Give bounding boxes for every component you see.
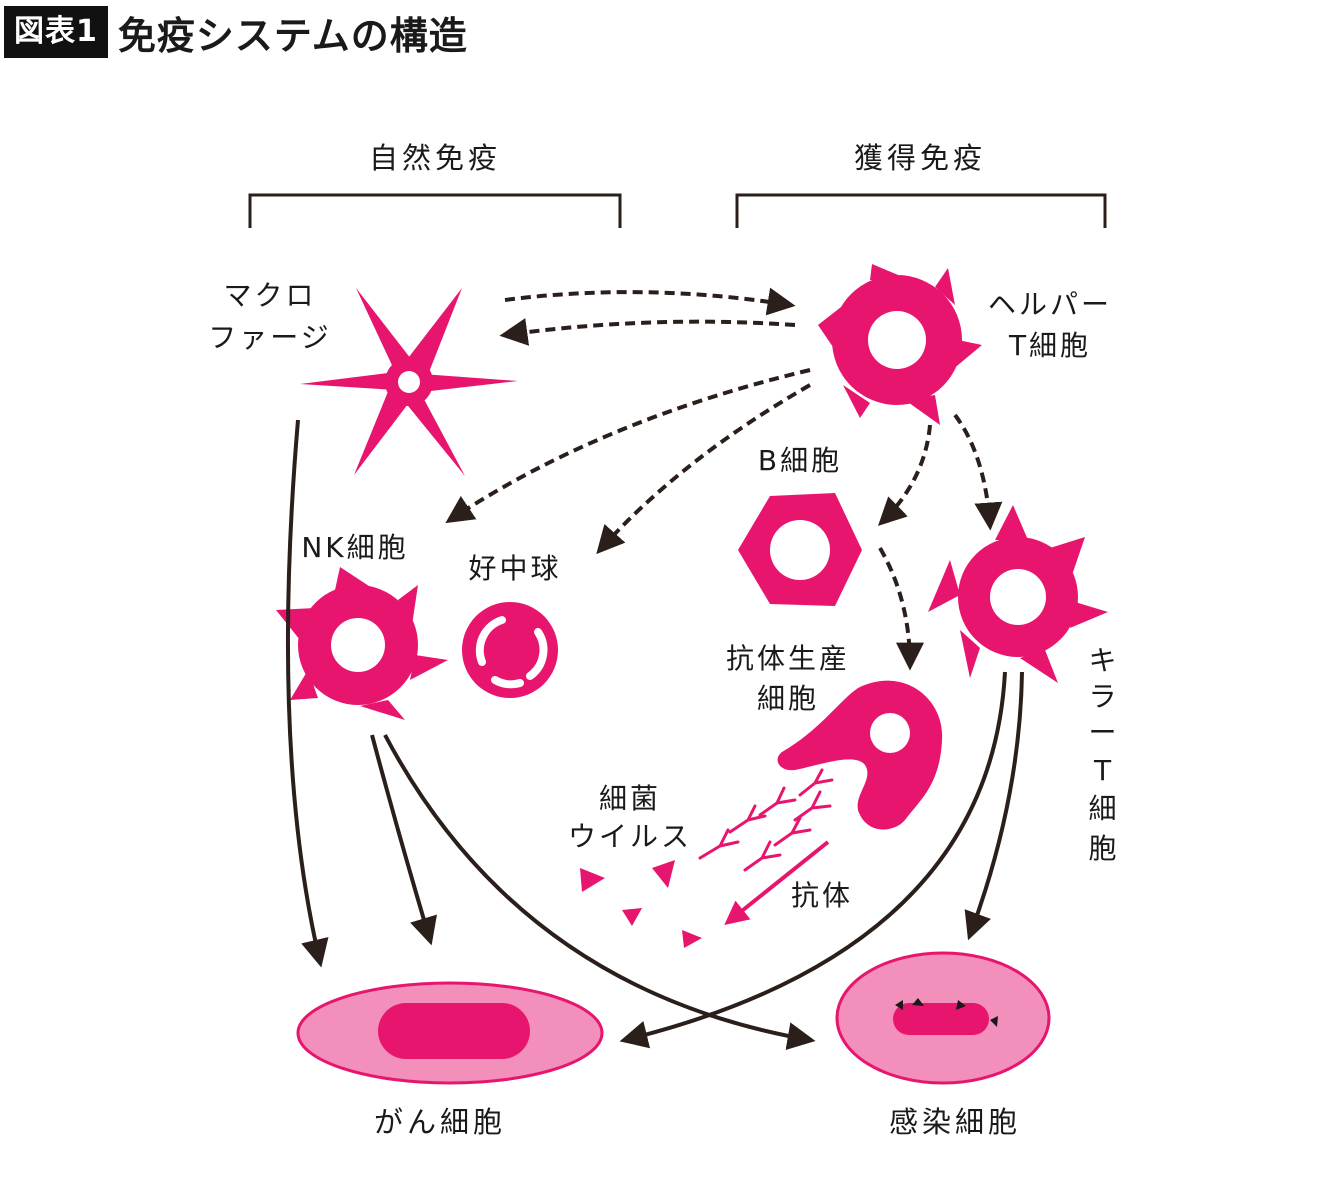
dashed-arrows (445, 287, 1003, 671)
pathogens (580, 860, 702, 948)
pathogen-label-line2: ウイルス (568, 820, 692, 853)
antibody-label: 抗体 (791, 879, 853, 912)
helper-t-label-line1: ヘルパー (988, 288, 1112, 321)
plasma-cell-label-line2: 細胞 (757, 682, 819, 715)
b-cell (738, 493, 862, 606)
adaptive-bracket (735, 193, 1107, 228)
pathogen-label-line1: 細菌 (599, 782, 661, 815)
infected-cell (835, 951, 1051, 1085)
figure-title: 免疫システムの構造 (117, 13, 468, 58)
helper-t-cell (818, 264, 982, 425)
adaptive-immunity-label: 獲得免疫 (854, 141, 986, 175)
killer-t-label-5: 細 (1088, 792, 1119, 825)
nk-cell-label: NK細胞 (301, 531, 408, 564)
killer-t-label-4: T (1093, 754, 1114, 787)
killer-t-label-1: キ (1088, 644, 1119, 677)
b-cell-label: B細胞 (758, 444, 842, 477)
macrophage-label-line2: ファージ (208, 321, 331, 354)
killer-t-cell (928, 505, 1108, 683)
figure-header: 図表1 免疫システムの構造 (4, 4, 468, 60)
infected-cell-label: 感染細胞 (889, 1105, 1021, 1139)
plasma-cell-label-line1: 抗体生産 (726, 642, 850, 675)
killer-t-label-2: ラ (1088, 680, 1119, 713)
innate-bracket (248, 193, 622, 228)
killer-t-label-6: 胞 (1088, 832, 1119, 865)
nk-cell (276, 567, 448, 720)
macrophage-cell (300, 288, 518, 476)
macrophage-label-line1: マクロ (223, 279, 316, 312)
neutrophil-cell (462, 602, 558, 698)
helper-t-label-line2: T細胞 (1008, 329, 1091, 362)
antibodies (698, 768, 834, 872)
innate-immunity-label: 自然免疫 (369, 141, 501, 175)
figure-badge: 図表1 (4, 6, 108, 58)
cancer-cell (296, 981, 604, 1085)
plasma-cell (777, 680, 943, 830)
cancer-cell-label: がん細胞 (374, 1105, 506, 1139)
neutrophil-label: 好中球 (468, 552, 561, 585)
killer-t-label-3: ー (1088, 716, 1119, 749)
antibody-arrow (724, 840, 830, 925)
solid-arrows (285, 419, 1024, 1050)
